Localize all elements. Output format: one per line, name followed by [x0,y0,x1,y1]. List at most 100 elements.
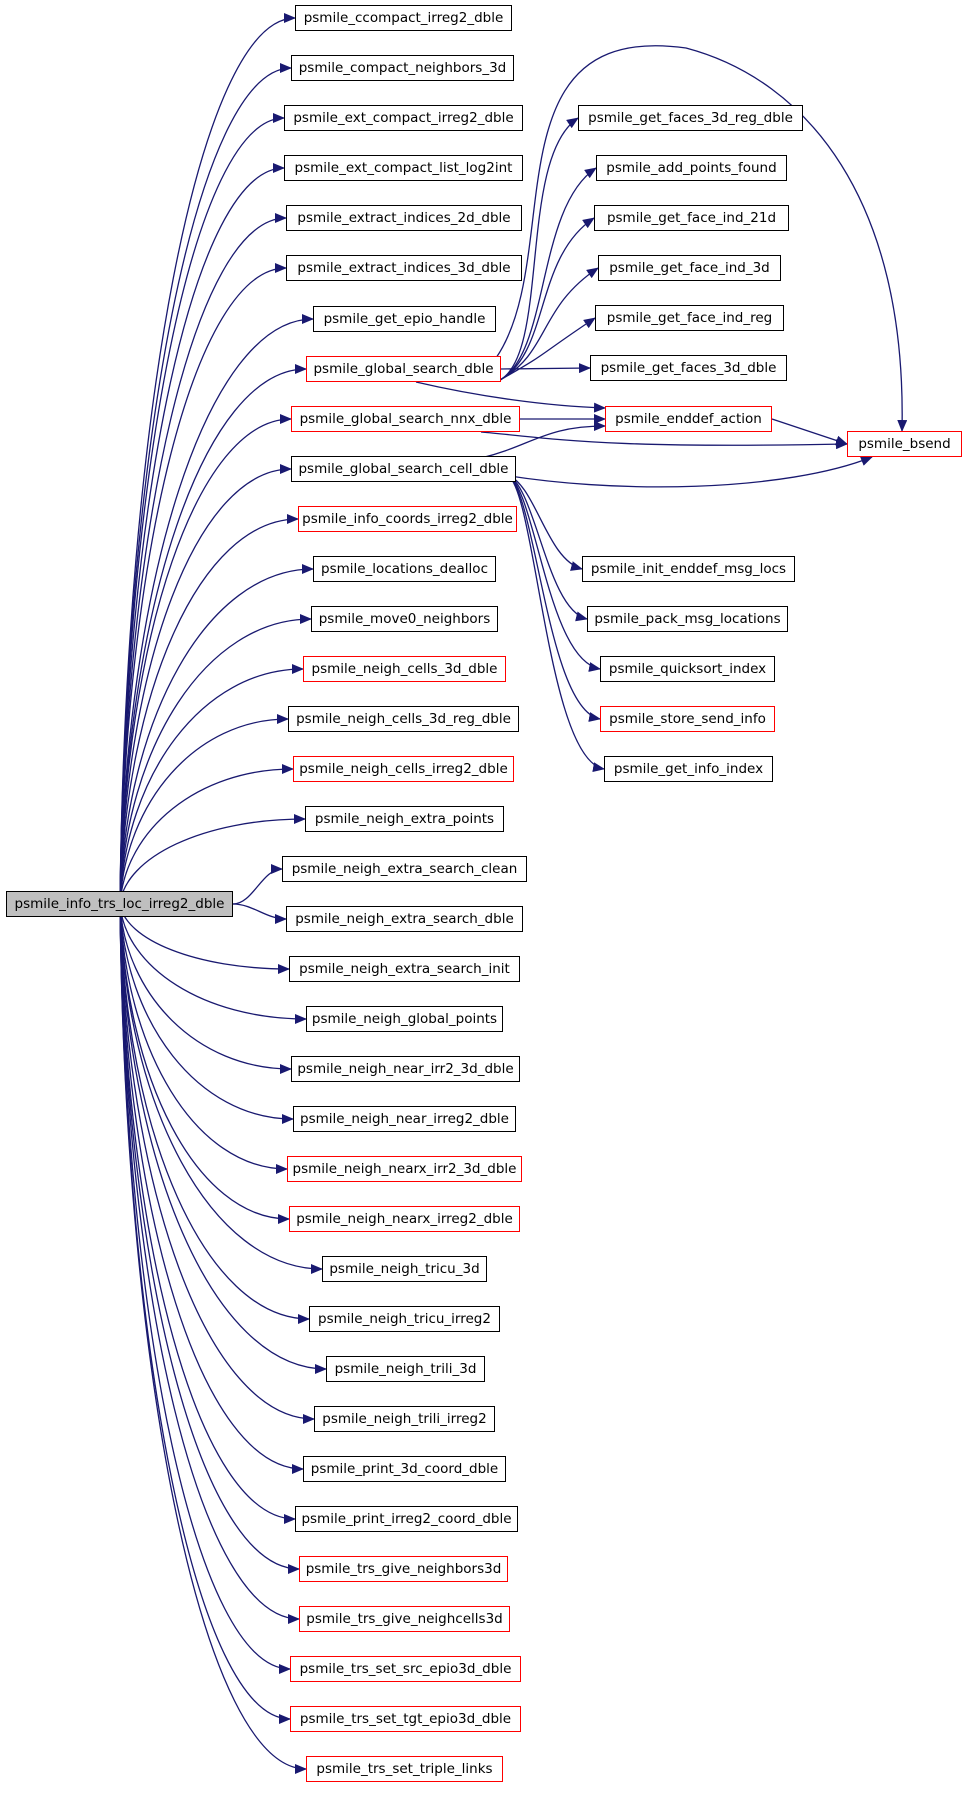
node-psmile-neigh-tricu-3d[interactable]: psmile_neigh_tricu_3d [322,1256,487,1282]
edge-root-to-psmile-neigh-cells-irreg2-dble [119,764,294,905]
node-psmile-neigh-tricu-irreg2[interactable]: psmile_neigh_tricu_irreg2 [309,1306,500,1332]
node-psmile-get-epio-handle[interactable]: psmile_get_epio_handle [313,306,496,332]
node-psmile-add-points-found[interactable]: psmile_add_points_found [596,155,787,181]
edge-root-to-psmile-ext-compact-irreg2-dble [119,113,285,905]
edge-global-search-cell-dble-to-psmile-quicksort-index [505,473,601,672]
node-psmile-ext-compact-list-log2int[interactable]: psmile_ext_compact_list_log2int [284,155,523,181]
node-psmile-neigh-extra-search-init[interactable]: psmile_neigh_extra_search_init [289,956,520,982]
edge-root-to-psmile-ccompact-irreg2-dble [119,13,296,905]
root-node[interactable]: psmile_info_trs_loc_irreg2_dble [6,891,233,917]
edge-global-search-cell-dble-to-psmile-enddef-action [480,421,606,459]
edge-root-to-psmile-trs-set-triple-links [119,903,307,1774]
edge-layer [119,13,908,1774]
edge-root-to-psmile-global-search-nnx-dble [119,414,292,905]
node-psmile-trs-set-tgt-epio3d-dble[interactable]: psmile_trs_set_tgt_epio3d_dble [290,1706,521,1732]
edge-enddef-action-to-psmile-bsend [771,418,848,446]
edge-root-to-psmile-locations-dealloc [119,564,314,905]
node-psmile-get-face-ind-reg[interactable]: psmile_get_face_ind_reg [595,305,784,331]
node-psmile-init-enddef-msg-locs[interactable]: psmile_init_enddef_msg_locs [582,556,795,582]
node-psmile-get-faces-3d-dble[interactable]: psmile_get_faces_3d_dble [590,355,787,381]
node-psmile-pack-msg-locations[interactable]: psmile_pack_msg_locations [587,606,788,632]
edge-global-search-dble-to-psmile-add-points-found [499,167,597,381]
node-psmile-global-search-nnx-dble[interactable]: psmile_global_search_nnx_dble [291,406,520,432]
edge-root-to-psmile-trs-give-neighbors3d [119,903,300,1574]
edge-global-search-dble-to-psmile-get-faces-3d-reg-dble [499,117,579,381]
edge-root-to-psmile-extract-indices-3d-dble [119,263,287,905]
edge-global-search-dble-to-psmile-enddef-action [415,381,606,413]
edge-global-search-dble-to-psmile-get-face-ind-reg [499,317,596,381]
edge-global-search-dble-to-psmile-get-face-ind-21d [499,217,595,381]
node-psmile-locations-dealloc[interactable]: psmile_locations_dealloc [313,556,496,582]
node-psmile-bsend[interactable]: psmile_bsend [847,431,962,457]
node-psmile-neigh-nearx-irreg2-dble[interactable]: psmile_neigh_nearx_irreg2_dble [289,1206,520,1232]
node-psmile-info-coords-irreg2-dble[interactable]: psmile_info_coords_irreg2_dble [298,506,517,532]
node-psmile-neigh-nearx-irr2-3d-dble[interactable]: psmile_neigh_nearx_irr2_3d_dble [287,1156,522,1182]
node-psmile-move0-neighbors[interactable]: psmile_move0_neighbors [311,606,498,632]
edge-global-search-nnx-dble-to-psmile-bsend [480,431,848,450]
node-psmile-neigh-extra-search-dble[interactable]: psmile_neigh_extra_search_dble [286,906,523,932]
edge-root-to-psmile-extract-indices-2d-dble [119,213,287,905]
edge-root-to-psmile-neigh-nearx-irreg2-dble [119,903,290,1224]
node-psmile-neigh-global-points[interactable]: psmile_neigh_global_points [306,1006,503,1032]
edge-global-search-cell-dble-to-psmile-bsend [485,456,873,488]
edge-root-to-psmile-neigh-trili-irreg2 [119,903,315,1424]
node-psmile-get-faces-3d-reg-dble[interactable]: psmile_get_faces_3d_reg_dble [578,105,803,131]
edge-root-to-psmile-print-irreg2-coord-dble [119,903,296,1524]
node-psmile-neigh-trili-irreg2[interactable]: psmile_neigh_trili_irreg2 [314,1406,495,1432]
edge-root-to-psmile-trs-set-tgt-epio3d-dble [119,903,291,1724]
node-psmile-extract-indices-3d-dble[interactable]: psmile_extract_indices_3d_dble [286,255,522,281]
edge-root-to-psmile-neigh-near-irreg2-dble [119,903,294,1124]
node-psmile-ext-compact-irreg2-dble[interactable]: psmile_ext_compact_irreg2_dble [284,105,523,131]
edge-root-to-psmile-neigh-extra-search-clean [232,864,283,905]
node-psmile-trs-give-neighbors3d[interactable]: psmile_trs_give_neighbors3d [299,1556,508,1582]
node-psmile-neigh-cells-irreg2-dble[interactable]: psmile_neigh_cells_irreg2_dble [293,756,514,782]
node-psmile-get-info-index[interactable]: psmile_get_info_index [604,756,773,782]
edge-root-to-psmile-neigh-tricu-3d [119,903,323,1274]
edge-root-to-psmile-global-search-cell-dble [119,464,292,905]
edge-root-to-psmile-neigh-near-irr2-3d-dble [119,903,292,1074]
edge-root-to-psmile-trs-set-src-epio3d-dble [119,903,291,1674]
node-psmile-get-face-ind-21d[interactable]: psmile_get_face_ind_21d [594,205,789,231]
node-psmile-global-search-cell-dble[interactable]: psmile_global_search_cell_dble [291,456,516,482]
edge-root-to-psmile-ext-compact-list-log2int [119,163,285,905]
node-psmile-trs-set-triple-links[interactable]: psmile_trs_set_triple_links [306,1756,503,1782]
node-psmile-neigh-extra-search-clean[interactable]: psmile_neigh_extra_search_clean [282,856,527,882]
node-psmile-print-irreg2-coord-dble[interactable]: psmile_print_irreg2_coord_dble [295,1506,518,1532]
edge-root-to-psmile-neigh-trili-3d [119,903,327,1374]
edge-root-to-psmile-info-coords-irreg2-dble [119,514,299,905]
node-psmile-neigh-cells-3d-dble[interactable]: psmile_neigh_cells_3d_dble [303,656,506,682]
edge-global-search-cell-dble-to-psmile-pack-msg-locations [505,473,588,622]
edge-root-to-psmile-neigh-extra-search-dble [232,903,287,924]
node-psmile-store-send-info[interactable]: psmile_store_send_info [600,706,775,732]
node-psmile-neigh-trili-3d[interactable]: psmile_neigh_trili_3d [326,1356,485,1382]
node-psmile-global-search-dble[interactable]: psmile_global_search_dble [306,356,501,382]
node-psmile-neigh-near-irreg2-dble[interactable]: psmile_neigh_near_irreg2_dble [293,1106,516,1132]
edge-root-to-psmile-get-epio-handle [119,314,314,905]
edge-root-to-psmile-move0-neighbors [119,614,312,905]
node-psmile-get-face-ind-3d[interactable]: psmile_get_face_ind_3d [598,255,781,281]
node-psmile-print-3d-coord-dble[interactable]: psmile_print_3d_coord_dble [303,1456,506,1482]
edge-root-to-psmile-neigh-global-points [119,903,307,1024]
edge-root-to-psmile-neigh-tricu-irreg2 [119,903,310,1324]
edge-root-to-psmile-neigh-cells-3d-reg-dble [119,714,289,905]
edge-global-search-dble-to-psmile-get-faces-3d-dble [500,363,591,374]
node-psmile-compact-neighbors-3d[interactable]: psmile_compact_neighbors_3d [291,55,514,81]
edge-root-to-psmile-neigh-cells-3d-dble [119,664,304,905]
node-psmile-quicksort-index[interactable]: psmile_quicksort_index [600,656,775,682]
edge-global-search-dble-to-psmile-bsend [495,45,908,432]
node-psmile-trs-set-src-epio3d-dble[interactable]: psmile_trs_set_src_epio3d_dble [290,1656,521,1682]
node-psmile-trs-give-neighcells3d[interactable]: psmile_trs_give_neighcells3d [299,1606,510,1632]
edge-root-to-psmile-print-3d-coord-dble [119,903,304,1474]
edge-root-to-psmile-trs-give-neighcells3d [119,903,300,1624]
node-psmile-extract-indices-2d-dble[interactable]: psmile_extract_indices_2d_dble [286,205,522,231]
edge-root-to-psmile-neigh-extra-points [119,814,306,905]
edge-global-search-cell-dble-to-psmile-get-info-index [505,473,605,773]
edge-root-to-psmile-neigh-nearx-irr2-3d-dble [119,903,288,1174]
node-psmile-enddef-action[interactable]: psmile_enddef_action [605,406,772,432]
node-psmile-neigh-near-irr2-3d-dble[interactable]: psmile_neigh_near_irr2_3d_dble [291,1056,520,1082]
edge-root-to-psmile-global-search-dble [119,364,307,905]
node-psmile-neigh-cells-3d-reg-dble[interactable]: psmile_neigh_cells_3d_reg_dble [288,706,519,732]
node-psmile-neigh-extra-points[interactable]: psmile_neigh_extra_points [305,806,504,832]
node-psmile-ccompact-irreg2-dble[interactable]: psmile_ccompact_irreg2_dble [295,5,512,31]
